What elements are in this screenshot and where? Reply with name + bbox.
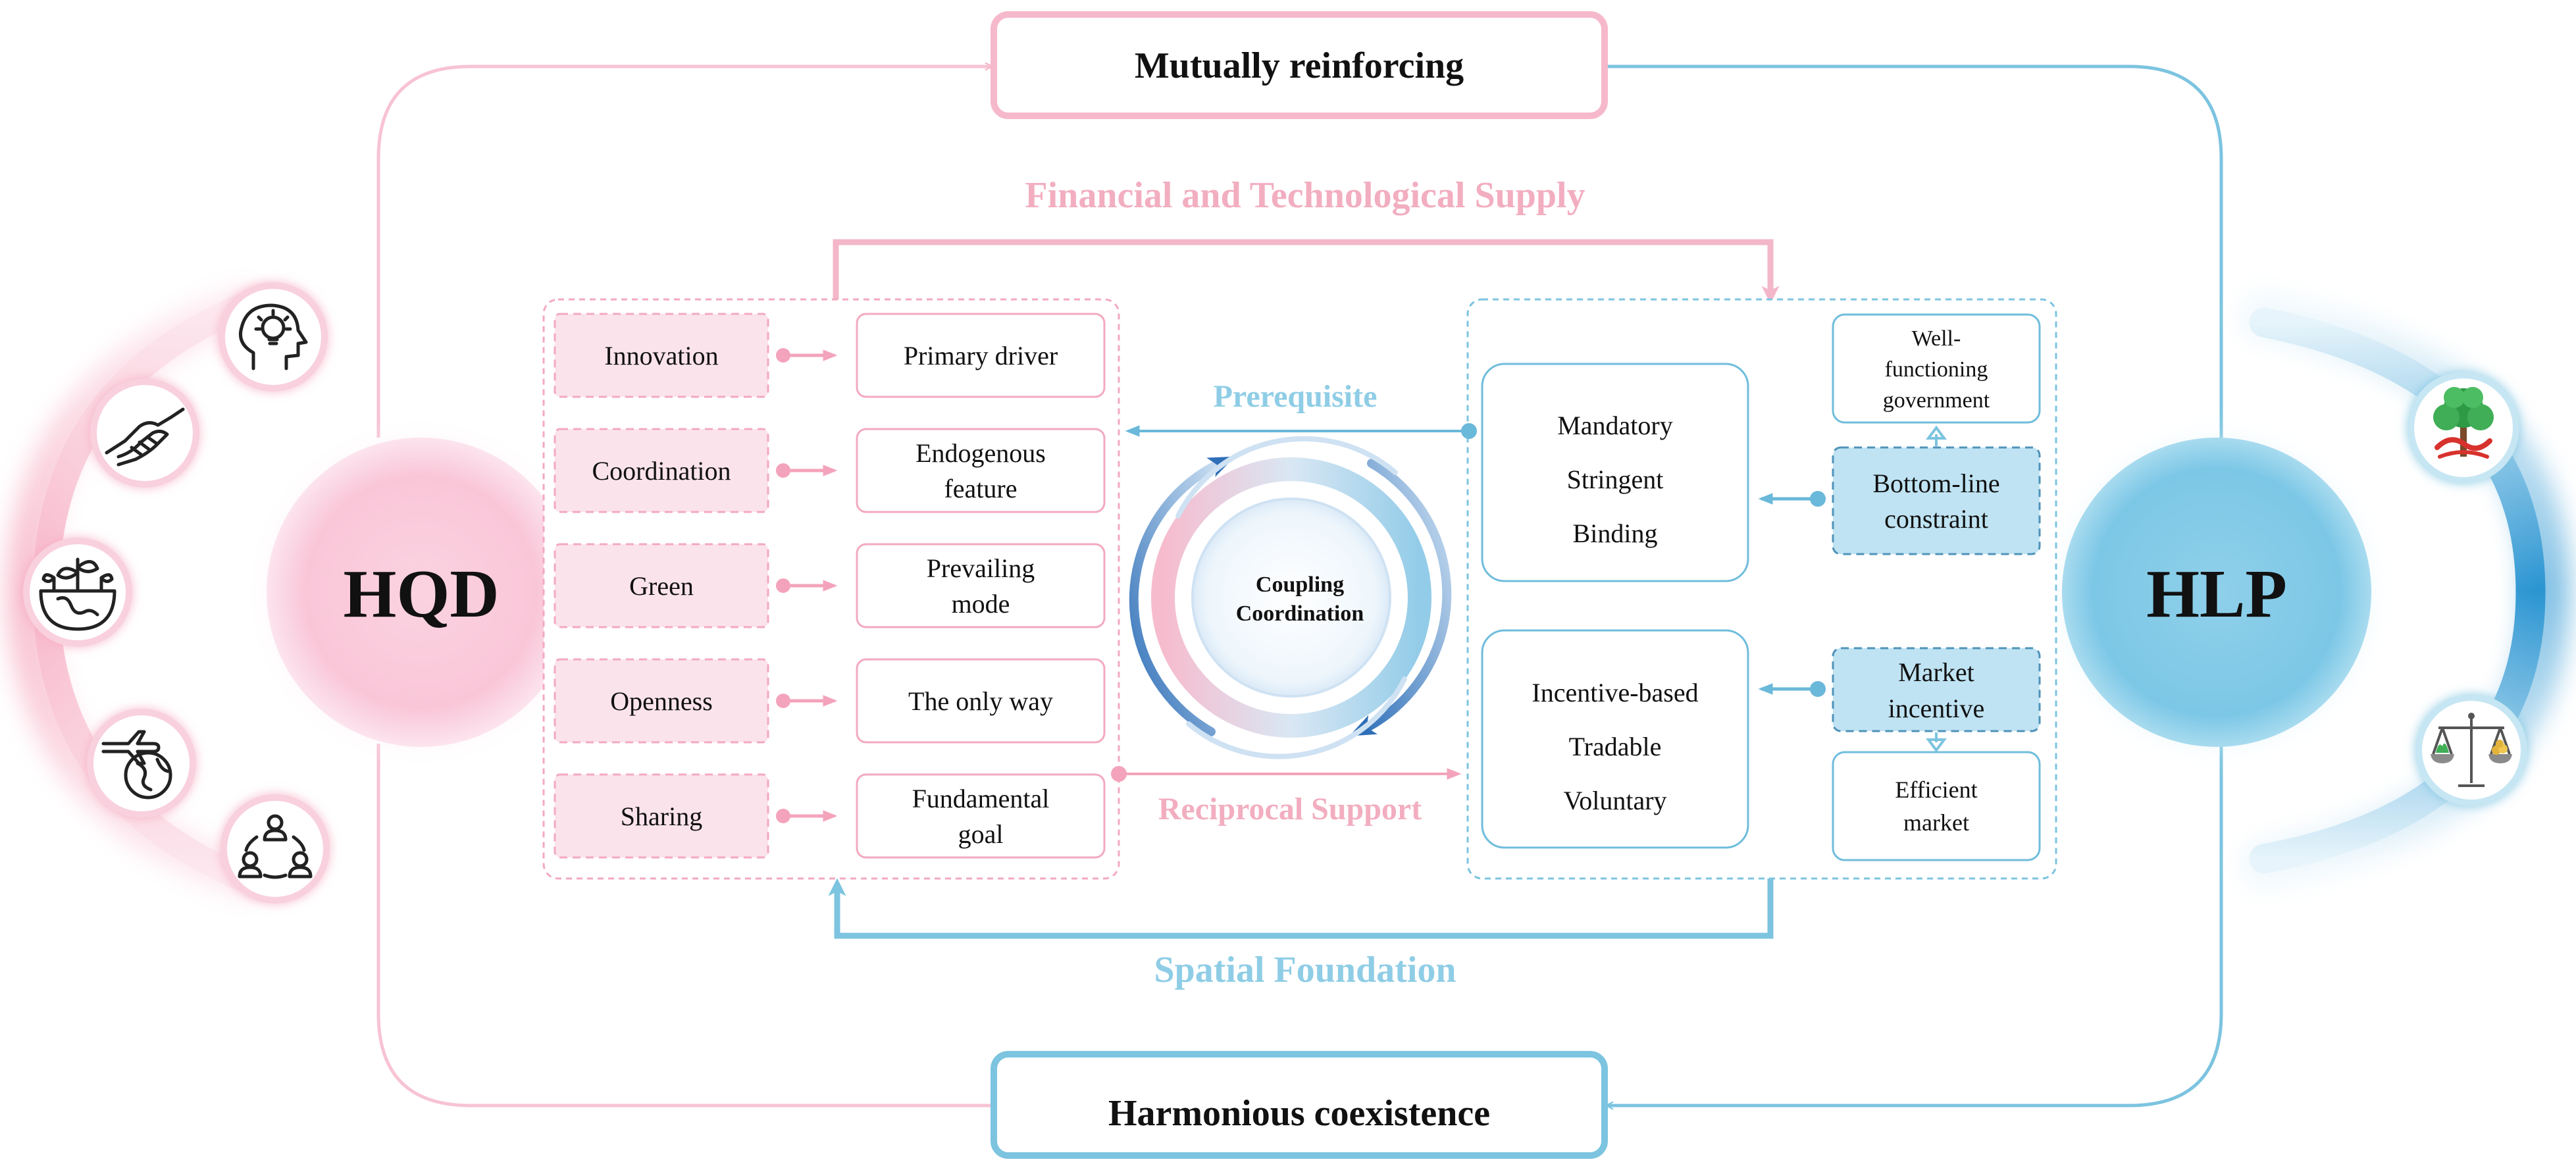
mandatory-block: Mandatory Stringent Binding [1481, 363, 1749, 582]
market-incentive-box: Market incentive [1832, 647, 2041, 732]
efficient-market-box: Efficient market [1832, 751, 2041, 861]
hlp-label: HLP [2146, 556, 2287, 632]
efficient-market-line-1: Efficient [1895, 777, 1977, 803]
hqd-concept-box [554, 773, 769, 859]
hqd-concept-label: Sharing [621, 802, 702, 831]
prerequisite-arrow [1125, 423, 1477, 439]
coupling-line-1: Coupling [1256, 573, 1344, 597]
bottom-line-box: Bottom-line constraint [1832, 446, 2041, 555]
arrow-bottom-line-to-mandatory [1758, 491, 1826, 507]
incentive-block: Incentive-based Tradable Voluntary [1481, 629, 1749, 849]
down-arrow-market [1926, 732, 1947, 753]
outer-loop-blue-bottom [1606, 744, 2223, 1106]
hqd-role-label: Endogenous [915, 438, 1046, 468]
government-line-3: government [1883, 388, 1990, 413]
lightbulb-head-icon [219, 282, 328, 392]
bottom-box-label: Harmonious coexistence [1108, 1093, 1490, 1134]
outer-loop [376, 64, 2223, 1108]
hqd-concept-box [554, 428, 769, 513]
hqd-role-label: Fundamental [912, 784, 1050, 813]
hqd-row: Openness The only way [554, 658, 1106, 744]
coupling-line-2: Coordination [1236, 601, 1364, 626]
incentive-line-2: Tradable [1569, 732, 1662, 761]
hqd-concept-box [554, 658, 769, 744]
hqd-role-label: goal [958, 819, 1004, 849]
outer-loop-blue-top [1605, 64, 2223, 438]
hqd-role-label: mode [952, 589, 1010, 619]
airplane-globe-icon [87, 709, 196, 818]
hqd-circle [267, 438, 576, 747]
mandatory-line-2: Stringent [1567, 465, 1664, 494]
hqd-role-label: Prevailing [927, 553, 1035, 583]
hlp-circle [2062, 438, 2371, 747]
swirl-arrow-right [1349, 459, 1452, 736]
government-line-2: functioning [1885, 357, 1988, 382]
hqd-role-label: feature [944, 474, 1017, 503]
supply-label: Financial and Technological Supply [1025, 175, 1585, 216]
hlp-icon-arc [2241, 293, 2571, 888]
outer-loop-pink-top [376, 64, 992, 438]
hqd-role-label: Primary driver [904, 341, 1058, 370]
hqd-role-box [856, 428, 1106, 513]
market-incentive-line-2: incentive [1888, 694, 1985, 723]
plant-globe-icon [23, 538, 132, 647]
hqd-concept-label: Green [629, 571, 694, 601]
hqd-role-box [856, 543, 1106, 628]
hqd-row: Green Prevailing mode [554, 543, 1106, 628]
hqd-concept-label: Openness [610, 686, 713, 716]
hqd-role-box [856, 773, 1106, 859]
government-line-1: Well- [1912, 326, 1961, 351]
hqd-role-label: The only way [908, 686, 1053, 716]
hqd-concept-box [554, 543, 769, 628]
hqd-row: Coordination Endogenous feature [554, 428, 1106, 513]
bottom-line-line-1: Bottom-line [1872, 469, 1999, 498]
government-box: Well- functioning government [1832, 313, 2041, 424]
tree-land-icon [2408, 372, 2519, 484]
arrow-market-to-incentive [1758, 681, 1826, 697]
hqd-row: Innovation Primary driver [554, 313, 1106, 398]
hqd-concept-box [554, 313, 769, 398]
hqd-label: HQD [344, 556, 500, 632]
efficient-market-line-2: market [1903, 809, 1969, 836]
hqd-concept-label: Innovation [604, 341, 718, 370]
incentive-line-1: Incentive-based [1532, 678, 1698, 707]
mandatory-line-1: Mandatory [1557, 411, 1673, 440]
hqd-role-box [856, 658, 1106, 744]
hqd-concept-label: Coordination [592, 456, 731, 486]
swirl-arrow-top [1175, 436, 1398, 519]
spatial-arrow [828, 878, 1774, 939]
coupling-coordination: Coupling Coordination [1129, 436, 1452, 759]
market-incentive-line-1: Market [1898, 657, 1974, 687]
reciprocal-label: Reciprocal Support [1158, 792, 1422, 827]
balance-scale-icon [2415, 694, 2527, 806]
outer-loop-pink-bottom [376, 744, 992, 1108]
supply-arrow [833, 239, 1780, 304]
prerequisite-label: Prerequisite [1214, 379, 1378, 414]
swirl-arrow-left [1129, 456, 1235, 736]
bottom-line-line-2: constraint [1884, 504, 1988, 534]
incentive-line-3: Voluntary [1563, 786, 1666, 815]
mandatory-line-3: Binding [1573, 519, 1658, 548]
top-box-label: Mutually reinforcing [1135, 45, 1464, 86]
up-arrow-govt [1926, 425, 1947, 446]
reciprocal-arrow [1111, 766, 1462, 782]
hqd-row: Sharing Fundamental goal [554, 773, 1106, 859]
handshake-icon [90, 378, 199, 488]
swirl-arrow-bottom [1186, 676, 1407, 759]
hqd-role-box [856, 313, 1106, 398]
spatial-label: Spatial Foundation [1154, 950, 1456, 990]
harmonious-coexistence-box: Harmonious coexistence [991, 1051, 1608, 1159]
people-network-icon [220, 794, 330, 904]
mutually-reinforcing-box: Mutually reinforcing [991, 11, 1608, 119]
